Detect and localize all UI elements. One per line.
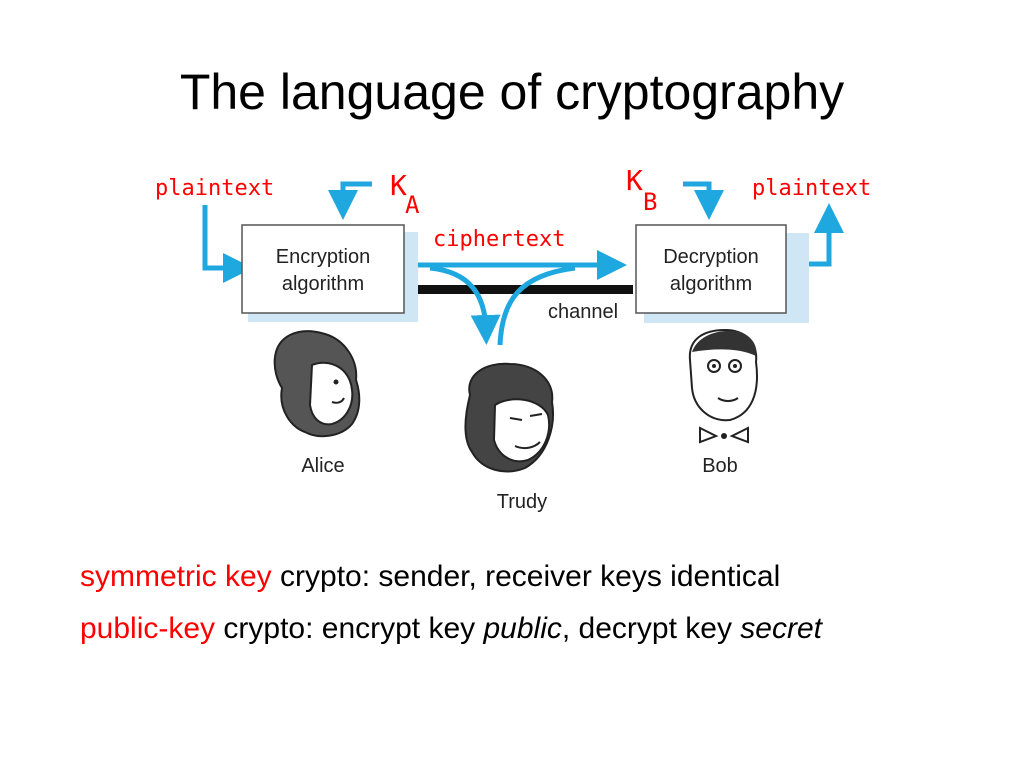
bullet-term-public-key: public-key xyxy=(80,612,216,645)
bullet-text-public-key-a: crypto: encrypt key xyxy=(215,612,484,645)
trudy-figure xyxy=(464,362,554,473)
key-b-letter: K xyxy=(626,164,643,197)
slide-title: The language of cryptography xyxy=(179,64,845,120)
key-b-subscript: B xyxy=(643,188,657,216)
alice-label: Alice xyxy=(301,455,344,477)
plaintext-in-arrow xyxy=(202,205,253,283)
bullet-public-key: public-key crypto: encrypt key public, d… xyxy=(80,607,980,651)
intercept-curve-down xyxy=(429,265,501,345)
encryption-box-line1: Encryption xyxy=(276,246,371,268)
bullet-list: symmetric key crypto: sender, receiver k… xyxy=(80,555,980,659)
channel-label: channel xyxy=(548,301,618,323)
bullet-term-symmetric-key: symmetric key xyxy=(80,560,272,593)
key-a-letter: K xyxy=(390,169,407,202)
bullet-symmetric-key: symmetric key crypto: sender, receiver k… xyxy=(80,555,980,599)
key-a-label: K A xyxy=(390,169,420,219)
encryption-algorithm-box: Encryption algorithm xyxy=(241,224,418,322)
decryption-box-line1: Decryption xyxy=(663,246,759,268)
encryption-box-line2: algorithm xyxy=(282,273,364,295)
plaintext-left-label: plaintext xyxy=(155,176,274,201)
bullet-italic-secret: secret xyxy=(740,612,822,645)
key-a-arrow xyxy=(328,181,372,220)
bullet-text-symmetric-key: crypto: sender, receiver keys identical xyxy=(271,560,781,593)
bob-label: Bob xyxy=(702,455,738,477)
key-a-subscript: A xyxy=(405,191,420,219)
plaintext-right-label: plaintext xyxy=(752,176,871,201)
alice-figure xyxy=(273,330,361,438)
bullet-italic-public: public xyxy=(483,612,562,645)
trudy-label: Trudy xyxy=(497,491,547,513)
key-b-arrow xyxy=(683,181,724,220)
decryption-box-line2: algorithm xyxy=(670,273,752,295)
crypto-diagram: plaintext plaintext K A K B ciphertext c… xyxy=(155,164,871,513)
bob-figure xyxy=(688,328,758,444)
bullet-text-public-key-b: , decrypt key xyxy=(561,612,741,645)
ciphertext-label: ciphertext xyxy=(433,227,565,252)
decryption-algorithm-box: Decryption algorithm xyxy=(635,224,809,323)
intercept-curve-up xyxy=(497,265,576,346)
key-b-label: K B xyxy=(626,164,657,216)
